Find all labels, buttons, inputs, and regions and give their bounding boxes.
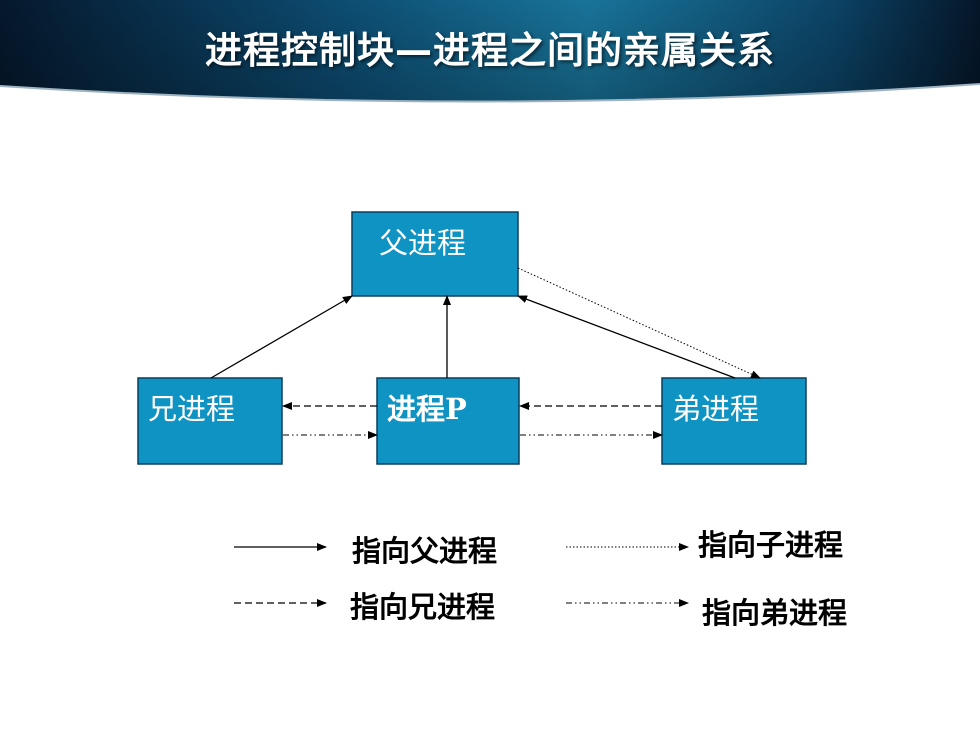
process-p-label: 进程P <box>387 392 467 426</box>
slide-title: 进程控制块—进程之间的亲属关系 <box>205 29 775 72</box>
legend-to-elder-label: 指向兄进程 <box>350 590 496 624</box>
legend-to-parent-label: 指向父进程 <box>352 534 498 568</box>
parent-process-label: 父进程 <box>379 226 467 260</box>
younger-process-label: 弟进程 <box>672 392 760 426</box>
process-p-box <box>376 377 520 465</box>
elder-to-parent-arrow <box>210 295 353 379</box>
legend-to-child-label: 指向子进程 <box>698 528 844 562</box>
younger-to-parent-arrow <box>517 295 736 379</box>
younger-process-box <box>661 377 807 465</box>
title-banner <box>0 0 980 103</box>
elder-process-label: 兄进程 <box>148 392 236 426</box>
parent-process-box <box>351 211 519 297</box>
legend-to-younger-label: 指向弟进程 <box>702 596 848 630</box>
parent-to-child-arrow <box>517 267 761 379</box>
elder-process-box <box>137 377 283 465</box>
